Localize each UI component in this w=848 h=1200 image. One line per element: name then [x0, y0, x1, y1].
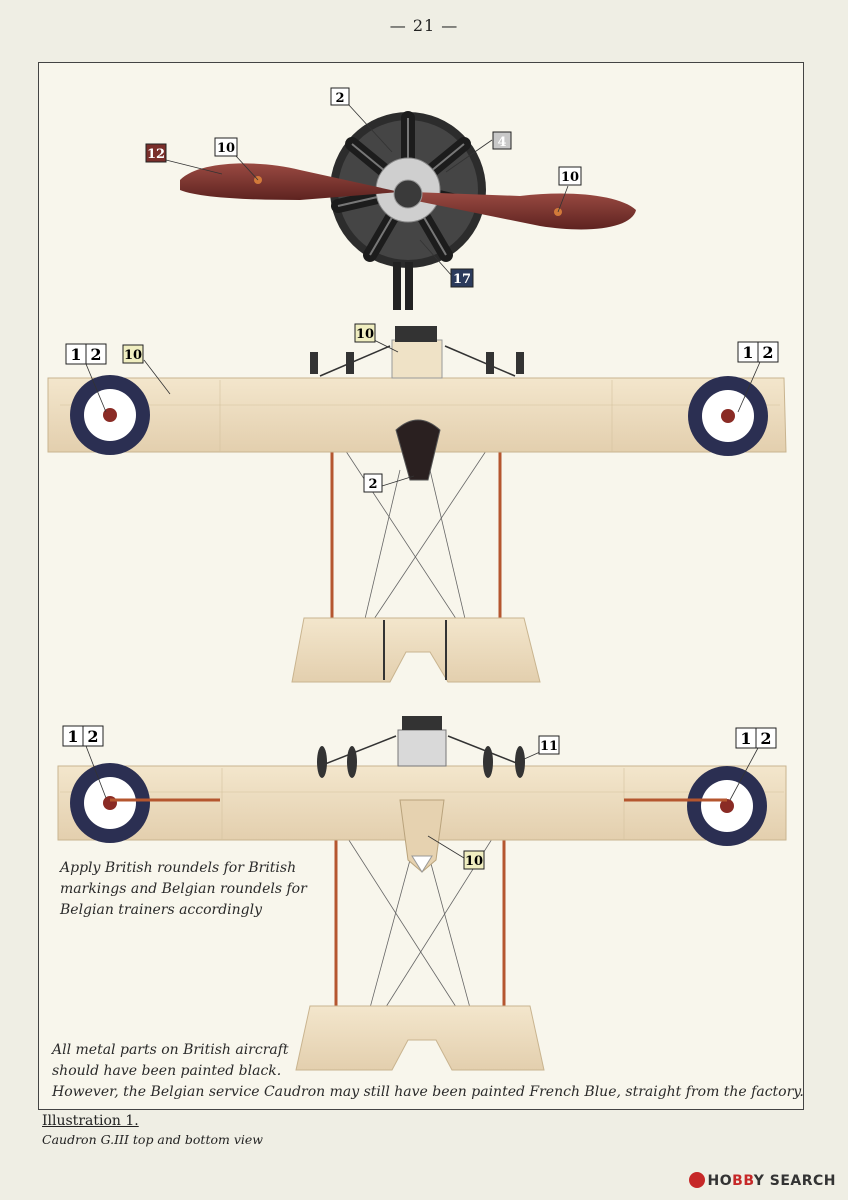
callouts: 2 4 12 10 10 17	[62, 87, 779, 870]
note-line: Apply British roundels for British	[60, 860, 297, 876]
callout-top-2-nacelle: 2	[363, 473, 415, 493]
callout-bot-11: 11	[521, 735, 560, 761]
callout-label: 2	[368, 477, 377, 492]
callout-label: 1	[740, 729, 751, 748]
watermark-text-accent: BB	[732, 1173, 754, 1189]
callout-prop-10-left: 10	[214, 137, 259, 181]
caption-title: Illustration 1.	[42, 1113, 139, 1129]
callout-top-10-wing: 10	[122, 344, 171, 395]
callout-label: 2	[762, 343, 773, 362]
callout-label: 10	[356, 327, 374, 342]
callout-prop-2: 2	[330, 87, 393, 153]
illustration-frame	[38, 62, 804, 1110]
engine-propeller-front-view	[180, 111, 636, 310]
callout-top-1-2-right: 1 2	[737, 341, 779, 413]
callout-prop-12: 12	[145, 143, 223, 175]
callout-label: 1	[742, 343, 753, 362]
callout-bot-1-2-left: 1 2	[62, 725, 107, 799]
watermark-text-a: HO	[707, 1173, 733, 1189]
callout-label: 10	[561, 170, 579, 185]
roundel-note: Apply British roundels for British marki…	[60, 858, 307, 921]
note-line: Belgian trainers accordingly	[60, 902, 263, 918]
hobby-search-watermark: HOBBY SEARCH	[688, 1172, 836, 1189]
callout-prop-4: 4	[445, 131, 512, 173]
note-line: All metal parts on British aircraft	[52, 1042, 289, 1058]
watermark-text-b: Y SEARCH	[753, 1173, 836, 1189]
callout-label: 10	[217, 141, 235, 156]
callout-label: 12	[147, 147, 165, 162]
note-line: However, the Belgian service Caudron may…	[52, 1084, 804, 1100]
callout-label: 2	[335, 91, 344, 106]
note-line: should have been painted black.	[52, 1063, 282, 1079]
callout-label: 2	[87, 727, 98, 746]
metal-parts-note: All metal parts on British aircraft shou…	[52, 1040, 804, 1103]
top-view-aircraft	[47, 326, 787, 683]
callout-label: 2	[90, 345, 101, 364]
callout-label: 10	[124, 348, 142, 363]
callout-label: 10	[465, 854, 483, 869]
caption-subtitle: Caudron G.III top and bottom view	[42, 1132, 263, 1147]
callout-label: 11	[540, 739, 558, 754]
callout-bot-1-2-right: 1 2	[729, 727, 777, 801]
callout-label: 2	[760, 729, 771, 748]
bottom-view-aircraft	[57, 716, 787, 1071]
callout-label: 1	[70, 345, 81, 364]
page-number: — 21 —	[389, 16, 459, 35]
callout-prop-17: 17	[419, 239, 474, 288]
callout-label: 4	[497, 135, 506, 150]
callout-top-1-2-left: 1 2	[65, 343, 107, 413]
callout-label: 1	[67, 727, 78, 746]
note-line: markings and Belgian roundels for	[60, 881, 307, 897]
callout-bot-10-nacelle: 10	[427, 835, 485, 870]
callout-label: 17	[453, 272, 471, 287]
callout-top-10-engine: 10	[354, 323, 399, 353]
callout-prop-10-right: 10	[557, 166, 582, 213]
hobby-search-logo-icon	[688, 1172, 705, 1188]
